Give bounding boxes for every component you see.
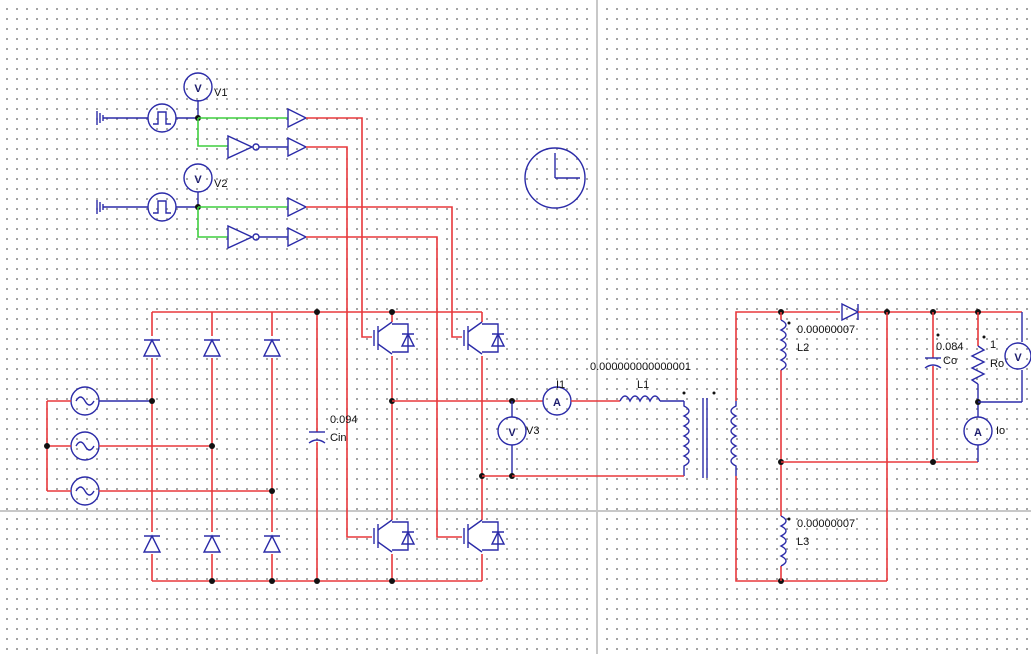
voltmeter-v3[interactable]: V V3 — [497, 416, 539, 446]
l2-label: L2 — [797, 342, 809, 354]
inverter-gate-1[interactable] — [227, 134, 288, 160]
igbt-q4[interactable] — [462, 519, 506, 554]
co-value: 0.084 — [936, 341, 964, 353]
gate-drive-1[interactable]: V V1 — [96, 72, 308, 160]
co-label: Co — [943, 355, 957, 367]
cin-value: 0.094 — [330, 414, 358, 426]
voltmeter-v1-label: V1 — [214, 87, 227, 99]
ground-icon — [96, 200, 148, 214]
l2-value: 0.00000007 — [797, 324, 855, 336]
output-diode[interactable] — [841, 302, 860, 322]
capacitor-cin[interactable]: 0.094 Cin — [308, 309, 358, 584]
three-phase-rectifier[interactable] — [44, 311, 482, 584]
voltmeter-v3-label: V3 — [526, 425, 539, 437]
voltmeter-v2-label: V2 — [214, 178, 227, 190]
ac-source-c[interactable] — [70, 476, 100, 506]
capacitor-co[interactable]: 0.084 Co — [924, 309, 964, 465]
l1-value: 0.000000000000001 — [590, 361, 691, 373]
buffer-gate-2b[interactable] — [287, 226, 308, 248]
ammeter-io-symbol: A — [974, 427, 982, 439]
voltmeter-v2[interactable]: V V2 — [183, 163, 227, 193]
transformer[interactable] — [682, 391, 738, 479]
voltmeter-output[interactable]: V — [978, 312, 1031, 403]
ac-source-b[interactable] — [70, 431, 100, 461]
cin-label: Cin — [330, 432, 347, 444]
ammeter-i1[interactable]: A I1 — [542, 379, 572, 416]
igbt-q3[interactable] — [372, 519, 416, 554]
igbt-full-bridge[interactable] — [372, 309, 512, 584]
voltmeter-output-symbol: V — [1014, 352, 1022, 364]
inductor-l3[interactable]: 0.00000007 L3 — [779, 515, 855, 567]
buffer-gate-2a[interactable] — [287, 196, 308, 218]
voltmeter-v1[interactable]: V V1 — [183, 72, 227, 102]
ammeter-io-label: Io — [996, 425, 1005, 437]
ground-icon — [96, 111, 148, 125]
clock-icon[interactable] — [524, 147, 586, 209]
output-rectifier[interactable] — [735, 302, 1022, 584]
ammeter-i1-label: I1 — [556, 379, 565, 391]
ro-value: 1 — [990, 339, 996, 351]
square-wave-source-2[interactable] — [147, 192, 177, 222]
square-wave-source-1[interactable] — [147, 103, 177, 133]
gate-signal-wires — [306, 117, 462, 538]
inductor-l2[interactable]: 0.00000007 L2 — [779, 319, 855, 371]
ac-source-a[interactable] — [70, 386, 100, 416]
inductor-l1[interactable]: 0.000000000000001 L1 — [590, 361, 691, 403]
rectifier-diodes — [142, 336, 282, 554]
ro-label: Ro — [990, 358, 1004, 370]
buffer-gate-1b[interactable] — [287, 136, 308, 158]
ammeter-i1-symbol: A — [553, 397, 561, 409]
ammeter-io[interactable]: A Io — [963, 416, 1005, 462]
igbt-q1[interactable] — [372, 321, 416, 356]
buffer-gate-1a[interactable] — [287, 107, 308, 129]
voltmeter-v3-symbol: V — [508, 427, 516, 439]
resistor-ro[interactable]: 1 Ro — [970, 309, 1004, 417]
inverter-gate-2[interactable] — [227, 224, 288, 250]
voltmeter-v2-symbol: V — [194, 174, 202, 186]
voltmeter-v1-symbol: V — [194, 83, 202, 95]
l1-label: L1 — [637, 379, 649, 391]
igbt-q2[interactable] — [462, 321, 506, 356]
gate-drive-2[interactable]: V V2 — [96, 163, 308, 250]
l3-value: 0.00000007 — [797, 518, 855, 530]
l3-label: L3 — [797, 536, 809, 548]
